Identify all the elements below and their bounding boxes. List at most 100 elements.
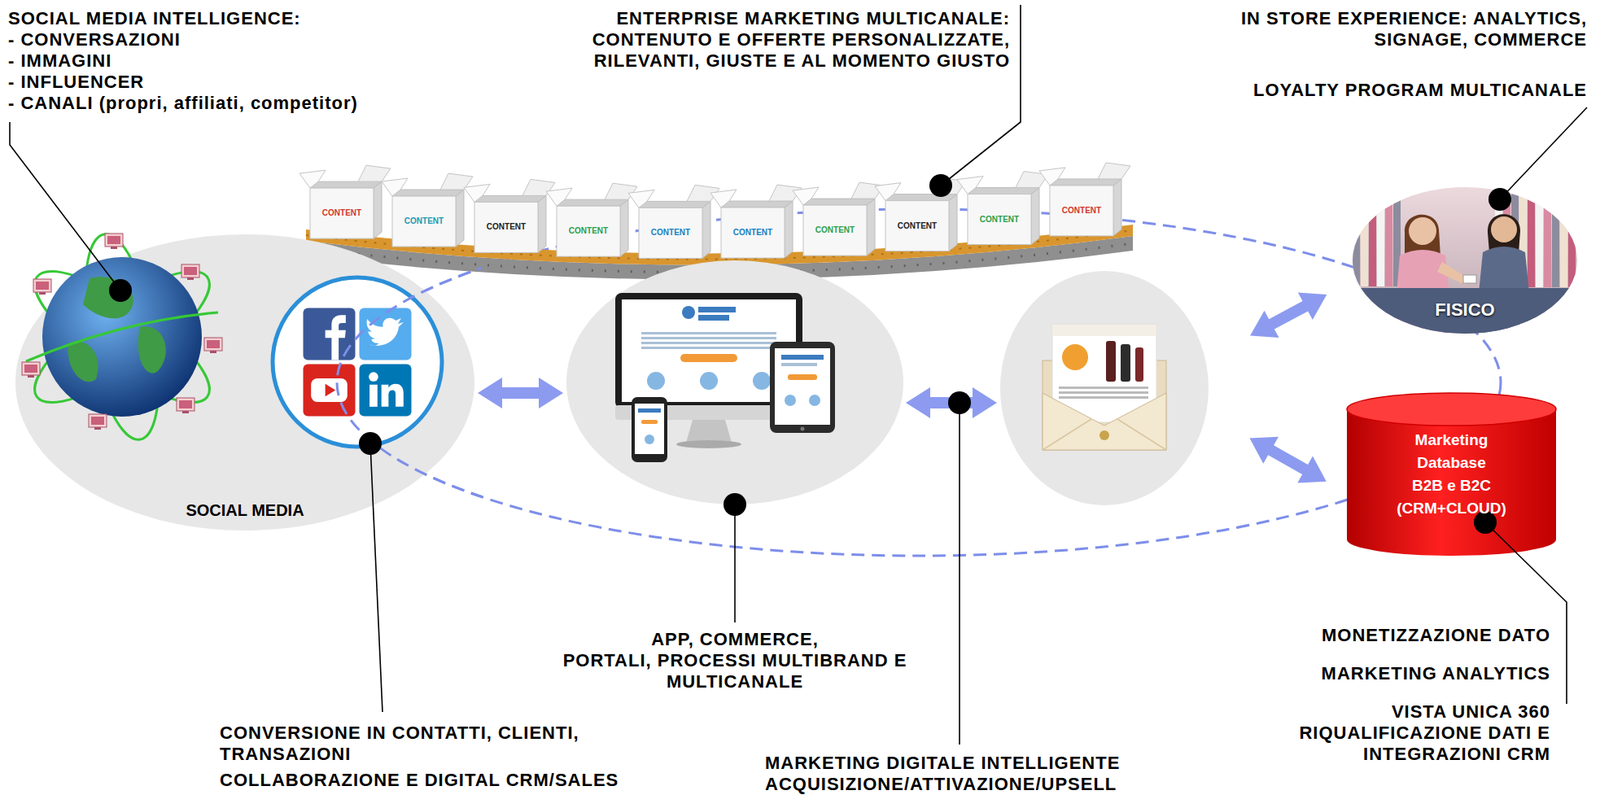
text-line: (CRM+CLOUD) — [1396, 497, 1507, 521]
label-slot: MARKETING DIGITALE INTELLIGENTE ACQUISIZ… — [765, 752, 1120, 796]
clothes-rack — [1560, 193, 1568, 288]
node-shape — [1346, 393, 1557, 556]
card-header — [1052, 324, 1157, 337]
box-front — [967, 194, 1032, 245]
site-button — [680, 354, 738, 363]
callout-text: MARKETING ANALYTICS — [1321, 663, 1551, 685]
box-front — [474, 201, 538, 253]
box-flap — [358, 165, 391, 182]
site-text-line — [641, 336, 777, 340]
box-front — [803, 205, 867, 256]
leader-line — [958, 402, 961, 745]
box-flap — [299, 170, 326, 188]
channel-ground — [566, 260, 904, 505]
text-line: CONTENUTO E OFFERTE PERSONALIZZATE, — [592, 29, 1010, 51]
box-opening — [392, 189, 464, 197]
text-line: RILEVANTI, GIUSTE E AL MOMENTO GIUSTO — [592, 50, 1010, 72]
computer-frame — [88, 414, 107, 428]
node-shape — [15, 234, 475, 531]
computer-frame — [204, 337, 223, 351]
computer-stand — [187, 277, 194, 280]
phone-button — [641, 419, 658, 425]
icon-tile — [303, 364, 356, 417]
tablet — [769, 341, 835, 433]
content-box — [792, 182, 884, 256]
label-slot: CONTENT — [1062, 205, 1102, 216]
box-side — [948, 194, 958, 252]
continent — [83, 276, 134, 319]
box-label: CONTENT — [979, 214, 1019, 225]
callout-text: LOYALTY PROGRAM MULTICANALE — [1253, 79, 1587, 101]
label-slot: SOCIAL MEDIA INTELLIGENCE: — [8, 8, 302, 30]
computer-icon — [88, 414, 107, 430]
leader-line — [1499, 107, 1587, 200]
monitor-stand — [686, 419, 732, 443]
callout-text: MONETIZZAZIONE DATO — [1321, 625, 1551, 647]
store-photo — [1352, 187, 1578, 334]
site-feature-icon — [699, 371, 718, 390]
site-feature-icon — [752, 371, 771, 390]
callout-text: - IMMAGINI — [8, 50, 112, 72]
box-side — [1031, 187, 1040, 245]
text-line: RIQUALIFICAZIONE DATI E — [1298, 722, 1551, 744]
box-label: CONTENT — [404, 216, 444, 227]
label-slot: CONTENT — [897, 221, 937, 232]
offer-badge — [1062, 344, 1089, 371]
box-front — [556, 205, 621, 257]
callout-dot — [1488, 187, 1512, 211]
wine-bottle — [1120, 344, 1131, 382]
globe-sphere — [42, 257, 202, 417]
label-slot: CONTENT — [979, 214, 1019, 225]
computer-screen — [206, 340, 220, 349]
label-slot: - CONVERSAZIONI — [8, 29, 181, 51]
social-media-ellipse: SOCIAL MEDIA — [15, 234, 475, 531]
box-side — [620, 199, 629, 257]
box-side — [1113, 179, 1122, 237]
label-slot: MARKETING ANALYTICS — [1321, 663, 1551, 685]
box-front — [392, 196, 456, 247]
computer-screen — [35, 281, 49, 290]
icon-ring — [272, 277, 442, 447]
label-slot: CONTENT — [815, 225, 855, 236]
cylinder-top — [1346, 393, 1557, 426]
monitor-base — [676, 440, 742, 449]
computer-screen — [179, 400, 193, 409]
linkedin-icon — [359, 364, 412, 417]
box-label: CONTENT — [322, 208, 362, 219]
computer-frame — [181, 264, 200, 278]
node-shape — [1000, 271, 1209, 506]
computer-frame — [21, 362, 40, 376]
leader-line — [370, 443, 383, 713]
box-flap — [1039, 167, 1066, 186]
box-side — [784, 201, 793, 258]
text-line: APP, COMMERCE, — [563, 629, 908, 651]
devices-ellipse — [566, 260, 904, 505]
card-text-line — [1058, 391, 1149, 394]
text-line: ENTERPRISE MARKETING MULTICANALE: — [592, 8, 1010, 30]
box-opening — [1049, 179, 1122, 186]
node-label: FISICO — [1434, 299, 1495, 321]
text-line: B2B e B2C — [1396, 474, 1507, 498]
box-flap — [381, 178, 408, 197]
tablet-screen — [774, 348, 831, 425]
dashed-cycle-front — [336, 209, 482, 556]
twitter-icon — [359, 308, 412, 361]
label-slot: - CANALI (propri, affiliati, competitor) — [8, 92, 359, 114]
phone-icon — [644, 434, 655, 445]
customer-face — [1408, 217, 1437, 245]
content-box — [957, 171, 1049, 245]
newsletter-ellipse — [1000, 271, 1209, 506]
box-opening — [638, 201, 711, 208]
double-arrow — [1250, 437, 1327, 484]
clerk-face — [1490, 216, 1517, 243]
box-flap — [792, 187, 819, 206]
label-slot: - IMMAGINI — [8, 50, 112, 72]
tablet-button — [787, 374, 818, 381]
computer-icon — [204, 337, 223, 354]
box-label: CONTENT — [1062, 205, 1102, 216]
leader-line — [734, 504, 736, 623]
label-slot: CONTENT — [322, 208, 362, 219]
box-front — [638, 207, 703, 258]
computer-icon — [104, 233, 123, 250]
monitor-screen — [621, 299, 796, 403]
